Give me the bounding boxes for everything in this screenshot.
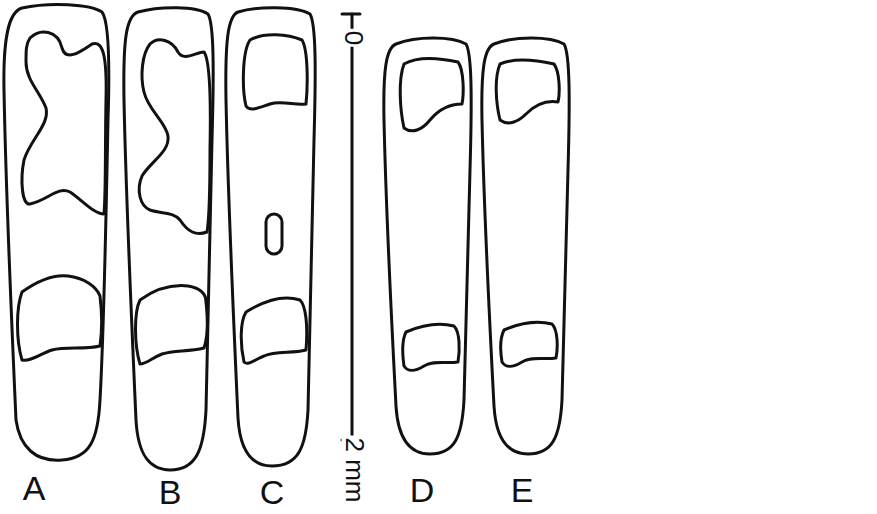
elytron-e: [482, 38, 569, 454]
elytron-a: [4, 5, 109, 461]
scale-bar: [342, 14, 360, 440]
scale-value: 2 mm: [341, 436, 367, 505]
elytron-b: [124, 8, 213, 470]
elytron-d: [384, 38, 471, 454]
figure-letter: E: [509, 473, 536, 507]
elytron-c: [226, 8, 315, 466]
figure-letter: C: [258, 475, 287, 509]
figure-letter: D: [408, 473, 437, 507]
scale-value: 0: [341, 29, 367, 47]
figure-letter: A: [21, 471, 48, 505]
figure-letter: B: [157, 475, 184, 509]
